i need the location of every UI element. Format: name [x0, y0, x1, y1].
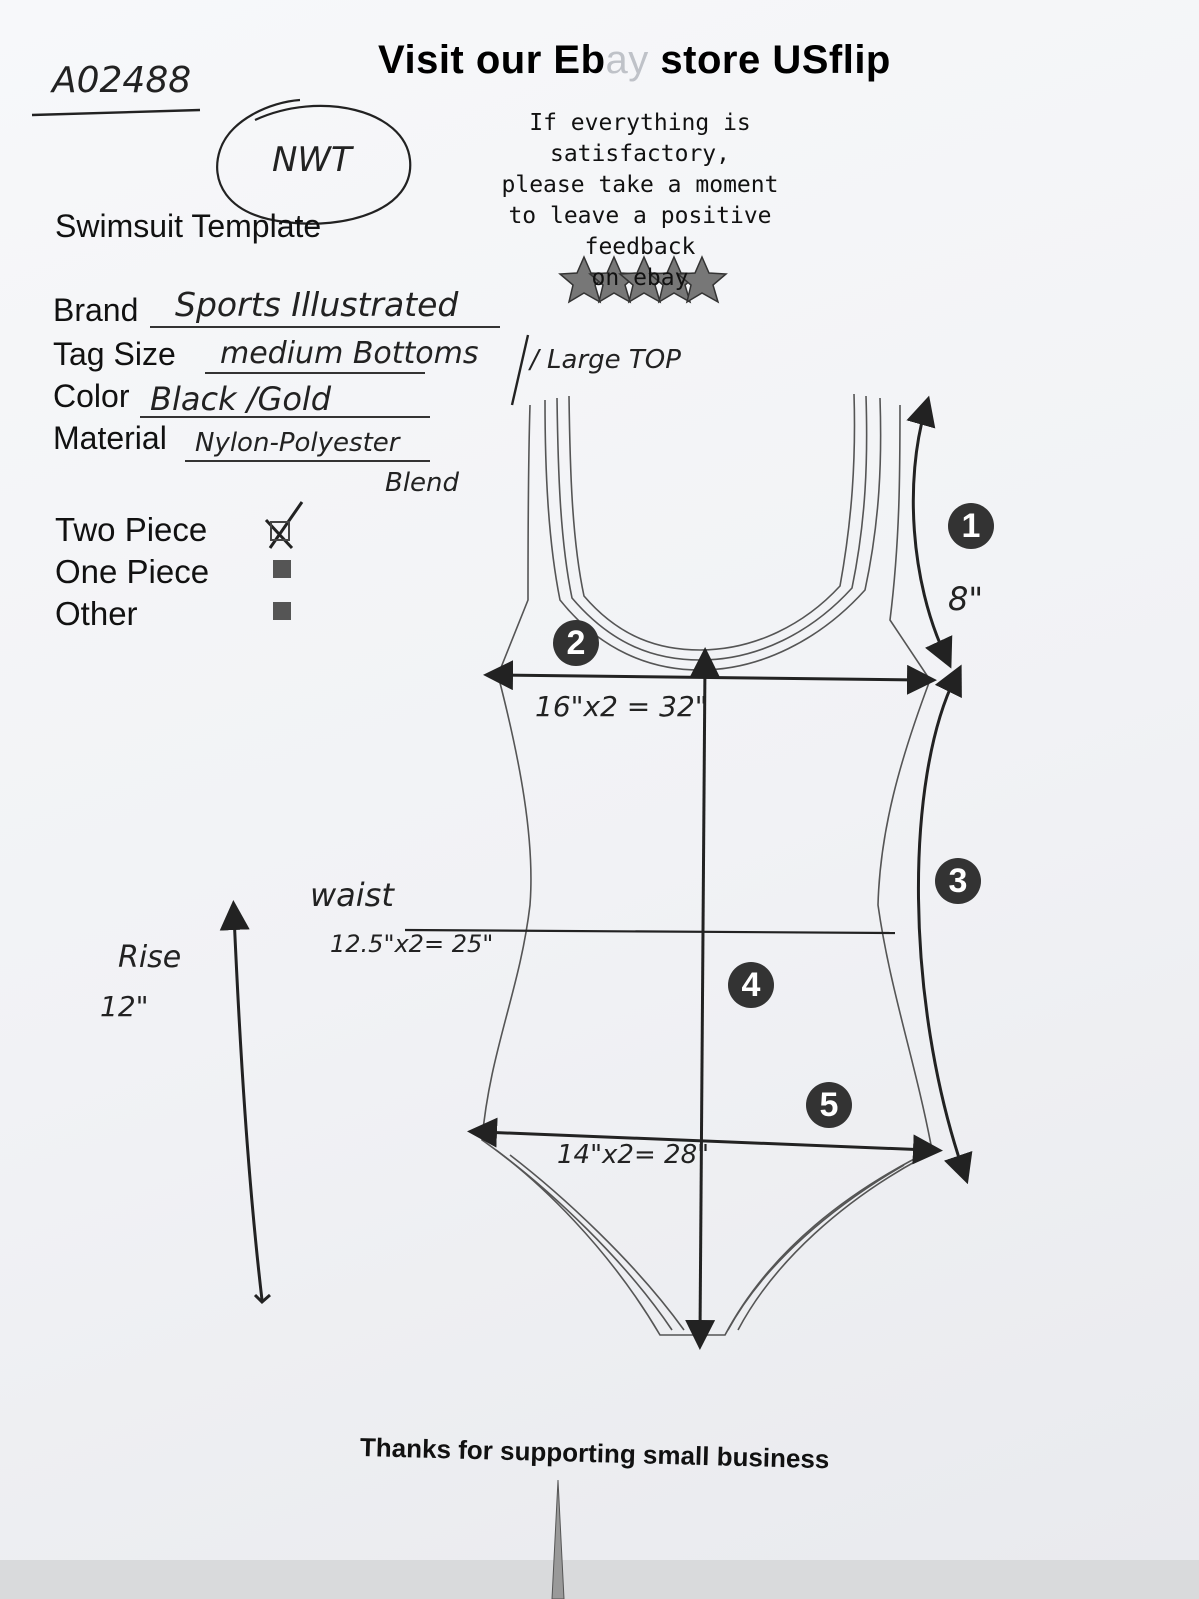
tag-size-value: medium Bottoms: [220, 336, 479, 371]
two-piece-label: Two Piece: [55, 511, 208, 548]
condition-note: NWT: [272, 140, 352, 180]
strap-length: 8": [948, 580, 984, 618]
pencil-tip-icon: [551, 1479, 565, 1599]
rise-value: 12": [100, 990, 149, 1023]
store-header-title: Visit our Ebay store USflip: [378, 38, 891, 82]
tag-size-extra: / Large TOP: [530, 345, 681, 375]
material-label: Material: [53, 420, 167, 456]
two-piece-checkbox[interactable]: [270, 521, 290, 541]
feedback-line: please take a moment: [501, 172, 779, 198]
measurement-badge-2: 2: [553, 620, 599, 666]
hip-measurement: 14"x2= 28": [557, 1140, 710, 1170]
measurement-badge-4: 4: [728, 962, 774, 1008]
color-value: Black /Gold: [150, 380, 332, 418]
brand-value: Sports Illustrated: [175, 285, 459, 324]
template-sheet: [0, 0, 1199, 1560]
brand-label: Brand: [53, 292, 139, 328]
item-code: A02488: [52, 60, 192, 101]
feedback-request-text: If everything is satisfactory, please ta…: [455, 108, 825, 294]
measurement-badge-3: 3: [935, 858, 981, 904]
waist-label: waist: [310, 876, 394, 914]
one-piece-label: One Piece: [55, 553, 210, 590]
measurement-badge-5: 5: [806, 1082, 852, 1128]
color-underline: [140, 416, 430, 418]
template-title: Swimsuit Template: [55, 208, 322, 244]
brand-underline: [150, 326, 500, 328]
color-label: Color: [53, 378, 130, 414]
feedback-line: on ebay: [591, 265, 689, 291]
feedback-line: If everything is satisfactory,: [529, 110, 751, 167]
material-value-2: Blend: [385, 468, 460, 498]
rise-label: Rise: [118, 940, 182, 975]
tag-size-label: Tag Size: [53, 336, 176, 372]
material-underline: [185, 460, 430, 462]
other-checkbox[interactable]: [273, 602, 291, 620]
feedback-line: to leave a positive feedback: [508, 203, 772, 260]
other-label: Other: [55, 595, 138, 632]
chest-measurement: 16"x2 = 32": [535, 690, 708, 723]
swimsuit-outline: [481, 393, 933, 1336]
material-value: Nylon-Polyester: [195, 428, 400, 458]
five-stars-icon: [558, 255, 728, 304]
measurement-badge-1: 1: [948, 503, 994, 549]
one-piece-checkbox[interactable]: [273, 560, 291, 578]
waist-measurement: 12.5"x2= 25": [330, 930, 494, 958]
tag-size-underline: [205, 372, 425, 374]
